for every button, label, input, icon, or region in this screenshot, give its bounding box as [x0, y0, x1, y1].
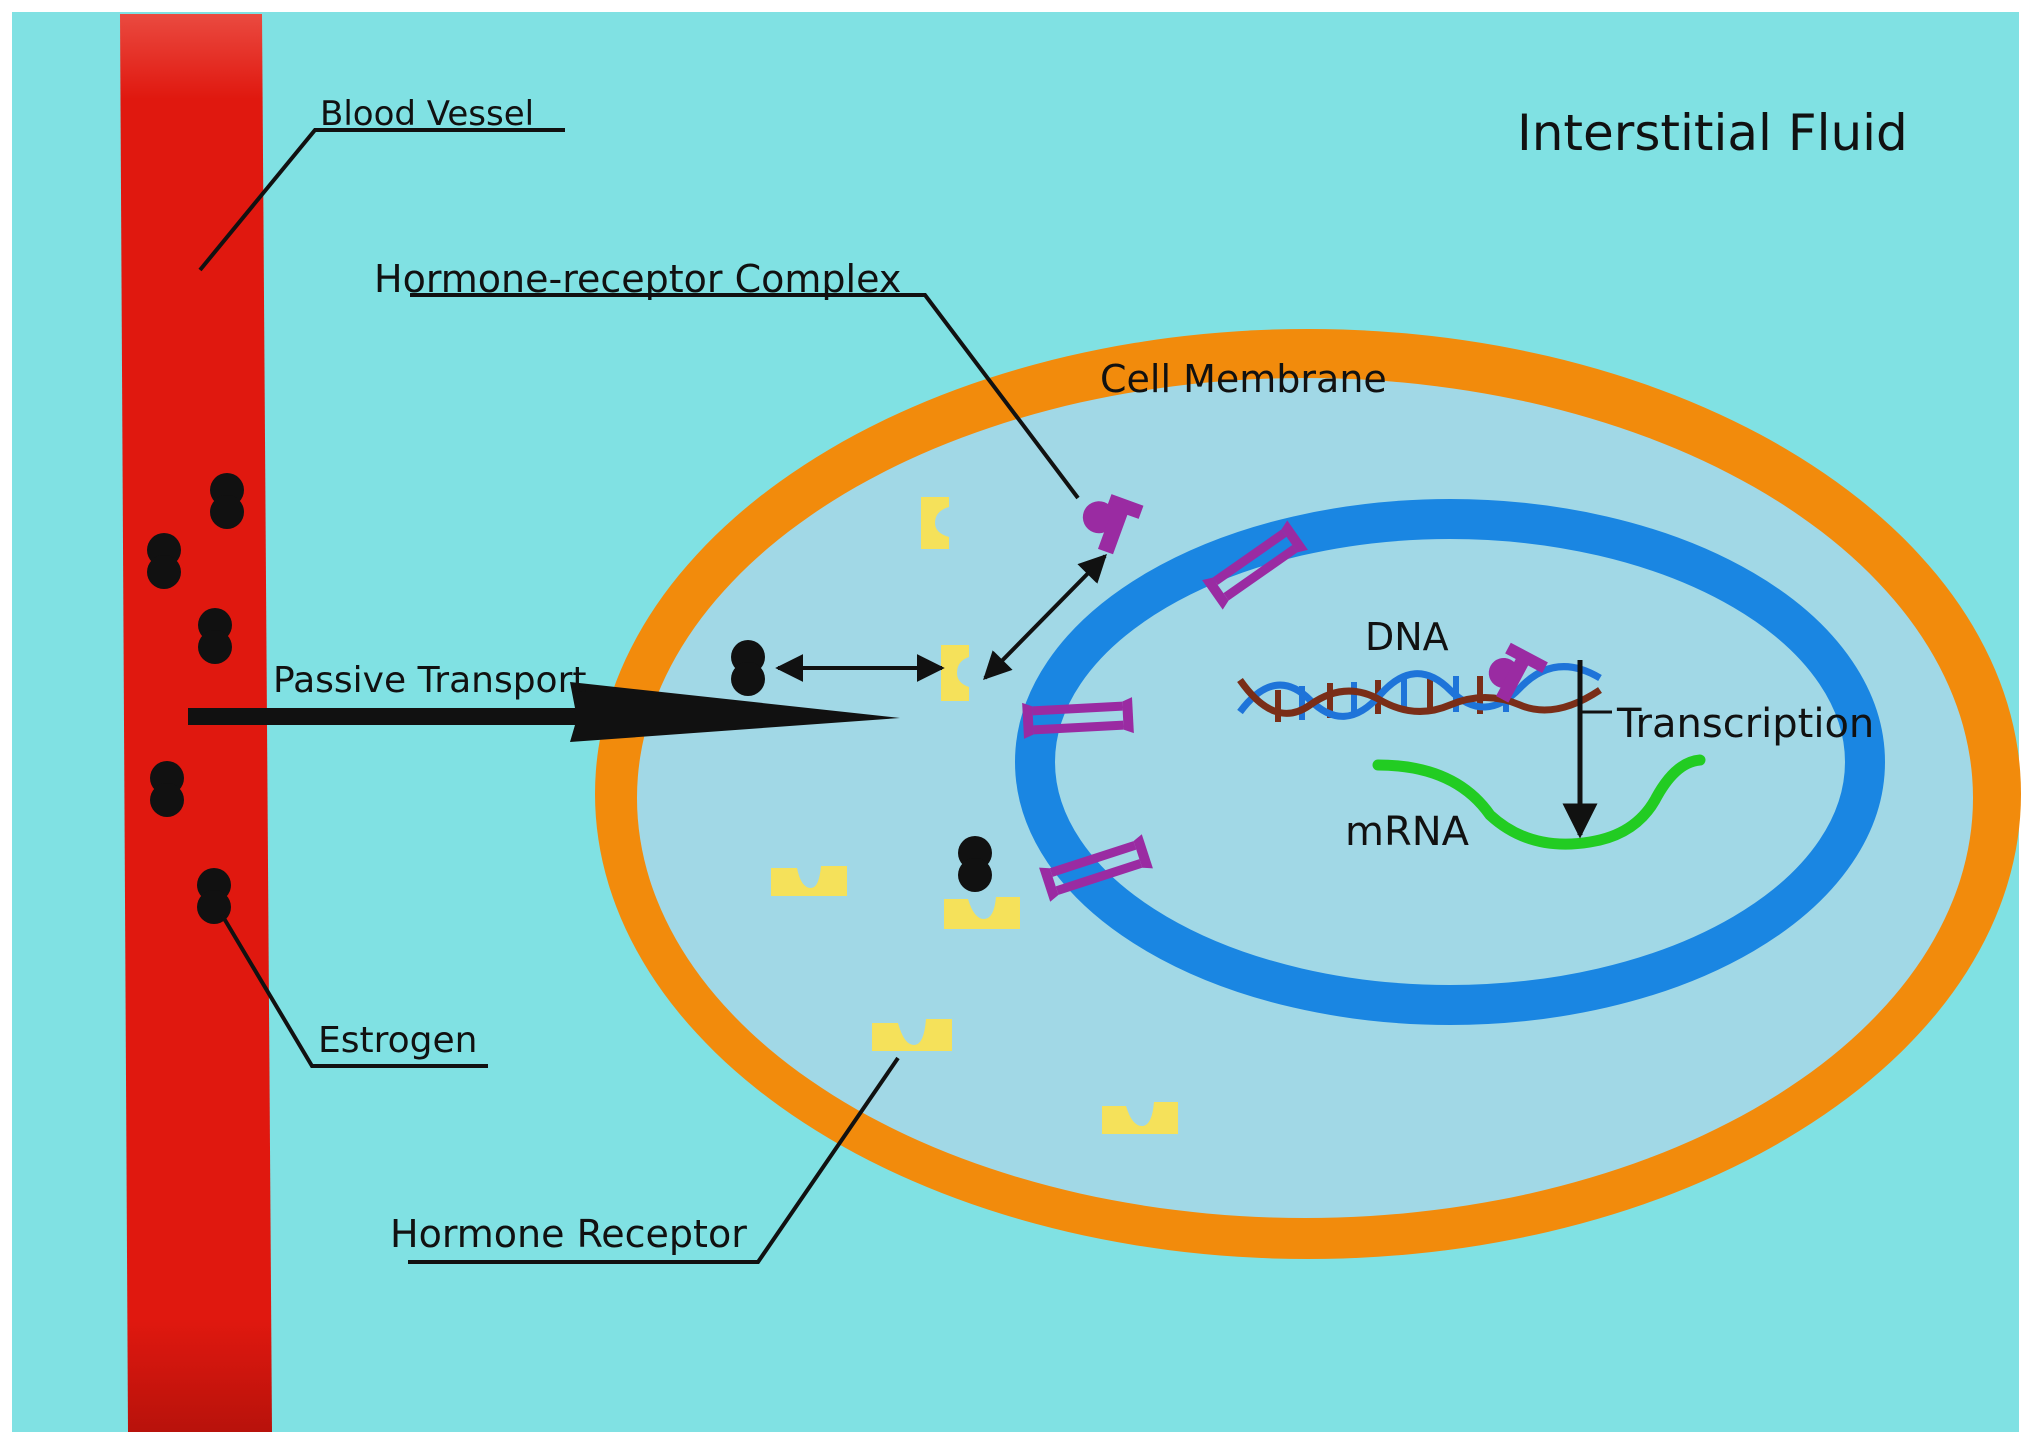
hormone-receptor-complex [1082, 494, 1144, 555]
hormone-receptor [771, 866, 847, 896]
mrna-strand [1372, 754, 1706, 850]
hormone-receptor [872, 1019, 952, 1051]
hormone-receptor-label: Hormone Receptor [390, 1212, 747, 1256]
hormone-receptor-complex-on-dna [1488, 642, 1548, 703]
estrogen-label: Estrogen [318, 1020, 477, 1061]
estrogen-molecule [210, 473, 244, 529]
estrogen-molecule [197, 868, 231, 924]
estrogen-leader [220, 913, 488, 1068]
passive-transport-arrow [188, 682, 900, 742]
mrna-label: mRNA [1345, 809, 1470, 855]
estrogen-molecule [150, 761, 184, 817]
estrogen-molecules [147, 473, 992, 924]
hormone-receptor [1102, 1102, 1178, 1134]
hormone-receptor-complex-leader [410, 293, 1080, 500]
hormone-receptor-leader [408, 1056, 900, 1264]
blood-vessel-leader [198, 128, 565, 272]
passive-transport-label: Passive Transport [273, 660, 587, 701]
estrogen-molecule [198, 608, 232, 664]
nuclear-pore [1039, 834, 1153, 902]
cell-membrane-label: Cell Membrane [1100, 357, 1387, 401]
interstitial-fluid-label: Interstitial Fluid [1517, 104, 1908, 162]
complex-formation-arrow [983, 554, 1107, 680]
hormone-receptor [941, 645, 969, 701]
hormone-receptor [921, 497, 949, 549]
blood-vessel-label: Blood Vessel [320, 94, 534, 134]
hormone-receptor-complex-label: Hormone-receptor Complex [374, 257, 901, 301]
estrogen-molecule [958, 836, 992, 892]
transcription-label: Transcription [1616, 701, 1874, 747]
nuclear-envelope [1015, 499, 1885, 1025]
hormone-receptor [944, 897, 1020, 929]
nuclear-pore [1022, 697, 1134, 739]
estrogen-molecule [731, 640, 765, 696]
dna-label: DNA [1365, 615, 1449, 659]
estrogen-molecule [147, 533, 181, 589]
nuclear-pore [1202, 520, 1308, 610]
cytoplasm [637, 378, 1973, 1218]
